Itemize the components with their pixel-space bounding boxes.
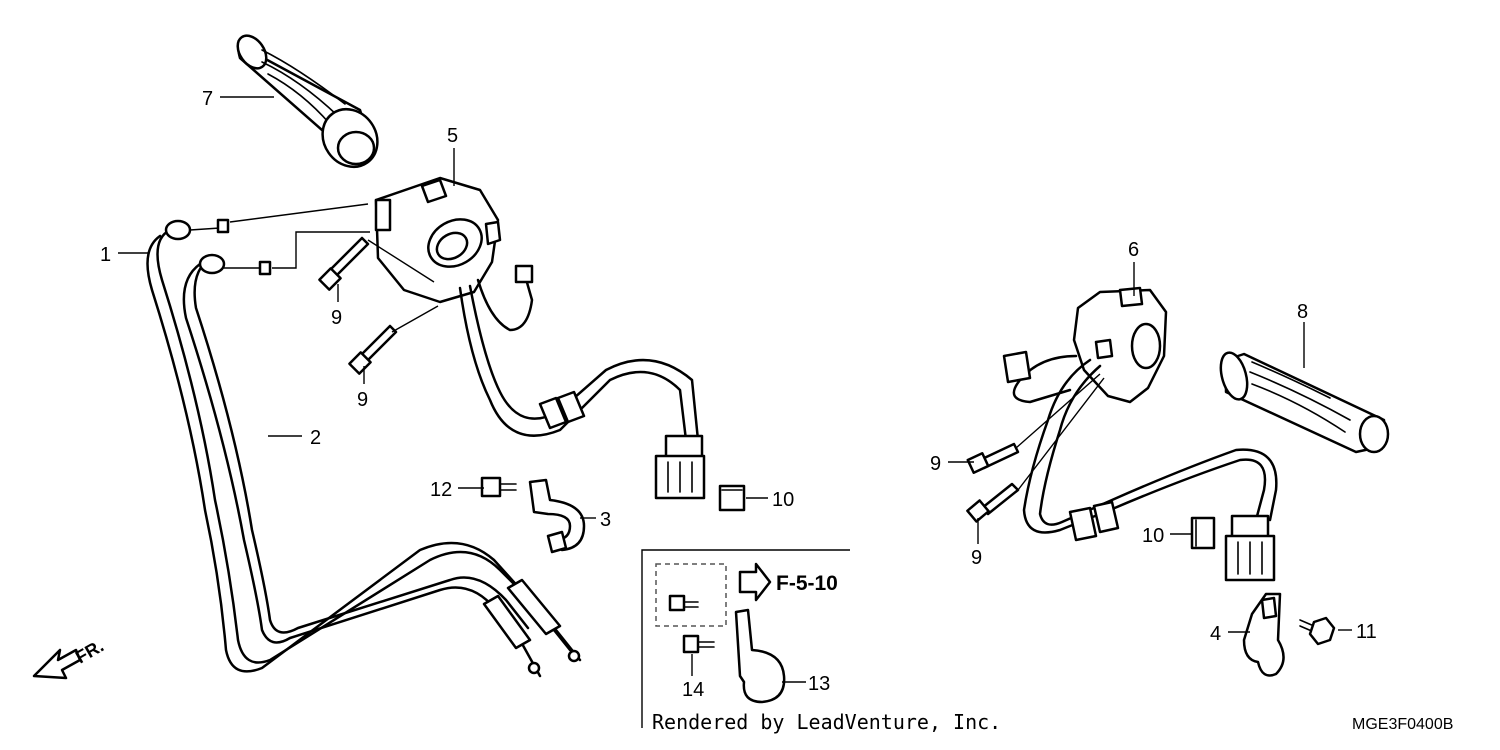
callout-9-a[interactable]: 9: [331, 307, 342, 329]
inset-bolt-dashed: [668, 594, 699, 612]
right-grip[interactable]: [1216, 350, 1390, 454]
bolt-lower-right[interactable]: [966, 482, 1020, 523]
callout-2[interactable]: 2: [310, 427, 321, 449]
callout-14[interactable]: 14: [682, 679, 704, 701]
inset-clamp-13[interactable]: [734, 608, 786, 704]
connector-cap-left[interactable]: [718, 484, 746, 512]
left-grip[interactable]: [232, 30, 389, 177]
right-handlebar-switch[interactable]: [1072, 286, 1168, 404]
left-switch-connector[interactable]: [654, 434, 706, 500]
right-switch-harness: [1002, 350, 1278, 542]
right-switch-connector[interactable]: [1224, 514, 1276, 582]
right-clamp[interactable]: [1242, 592, 1285, 677]
inset-bolt-14[interactable]: [682, 634, 715, 654]
callout-4[interactable]: 4: [1210, 623, 1221, 645]
callout-6[interactable]: 6: [1128, 239, 1139, 261]
diagram-code: MGE3F0400B: [1352, 716, 1454, 733]
callout-3[interactable]: 3: [600, 509, 611, 531]
callout-1[interactable]: 1: [100, 244, 111, 266]
bolt-upper-left[interactable]: [318, 236, 370, 291]
left-clamp[interactable]: [528, 478, 586, 554]
throttle-cables[interactable]: [146, 218, 582, 678]
front-direction-arrow: FR.: [32, 636, 107, 680]
clamp-bolt-11[interactable]: [1299, 616, 1336, 646]
reference-label[interactable]: F-5-10: [776, 572, 838, 595]
callout-10-b[interactable]: 10: [1142, 525, 1164, 547]
clamp-bolt-12[interactable]: [480, 476, 517, 498]
callout-9-b[interactable]: 9: [357, 389, 368, 411]
callout-5[interactable]: 5: [447, 125, 458, 147]
callout-8[interactable]: 8: [1297, 301, 1308, 323]
callout-12[interactable]: 12: [430, 479, 452, 501]
callout-7[interactable]: 7: [202, 88, 213, 110]
callout-9-c[interactable]: 9: [930, 453, 941, 475]
connector-cap-right[interactable]: [1190, 516, 1216, 550]
reference-arrow[interactable]: [738, 562, 772, 602]
bolt-lower-left[interactable]: [348, 324, 398, 375]
inset-box: [641, 549, 850, 728]
bolt-upper-right[interactable]: [966, 442, 1020, 474]
callout-9-d[interactable]: 9: [971, 547, 982, 569]
callout-11[interactable]: 11: [1356, 621, 1377, 643]
callout-13[interactable]: 13: [808, 673, 830, 695]
leader-lines: [118, 96, 1352, 683]
left-handlebar-switch[interactable]: [374, 176, 502, 304]
left-switch-harness: [458, 264, 700, 442]
render-caption: Rendered by LeadVenture, Inc.: [652, 710, 1002, 734]
callout-10-a[interactable]: 10: [772, 489, 794, 511]
